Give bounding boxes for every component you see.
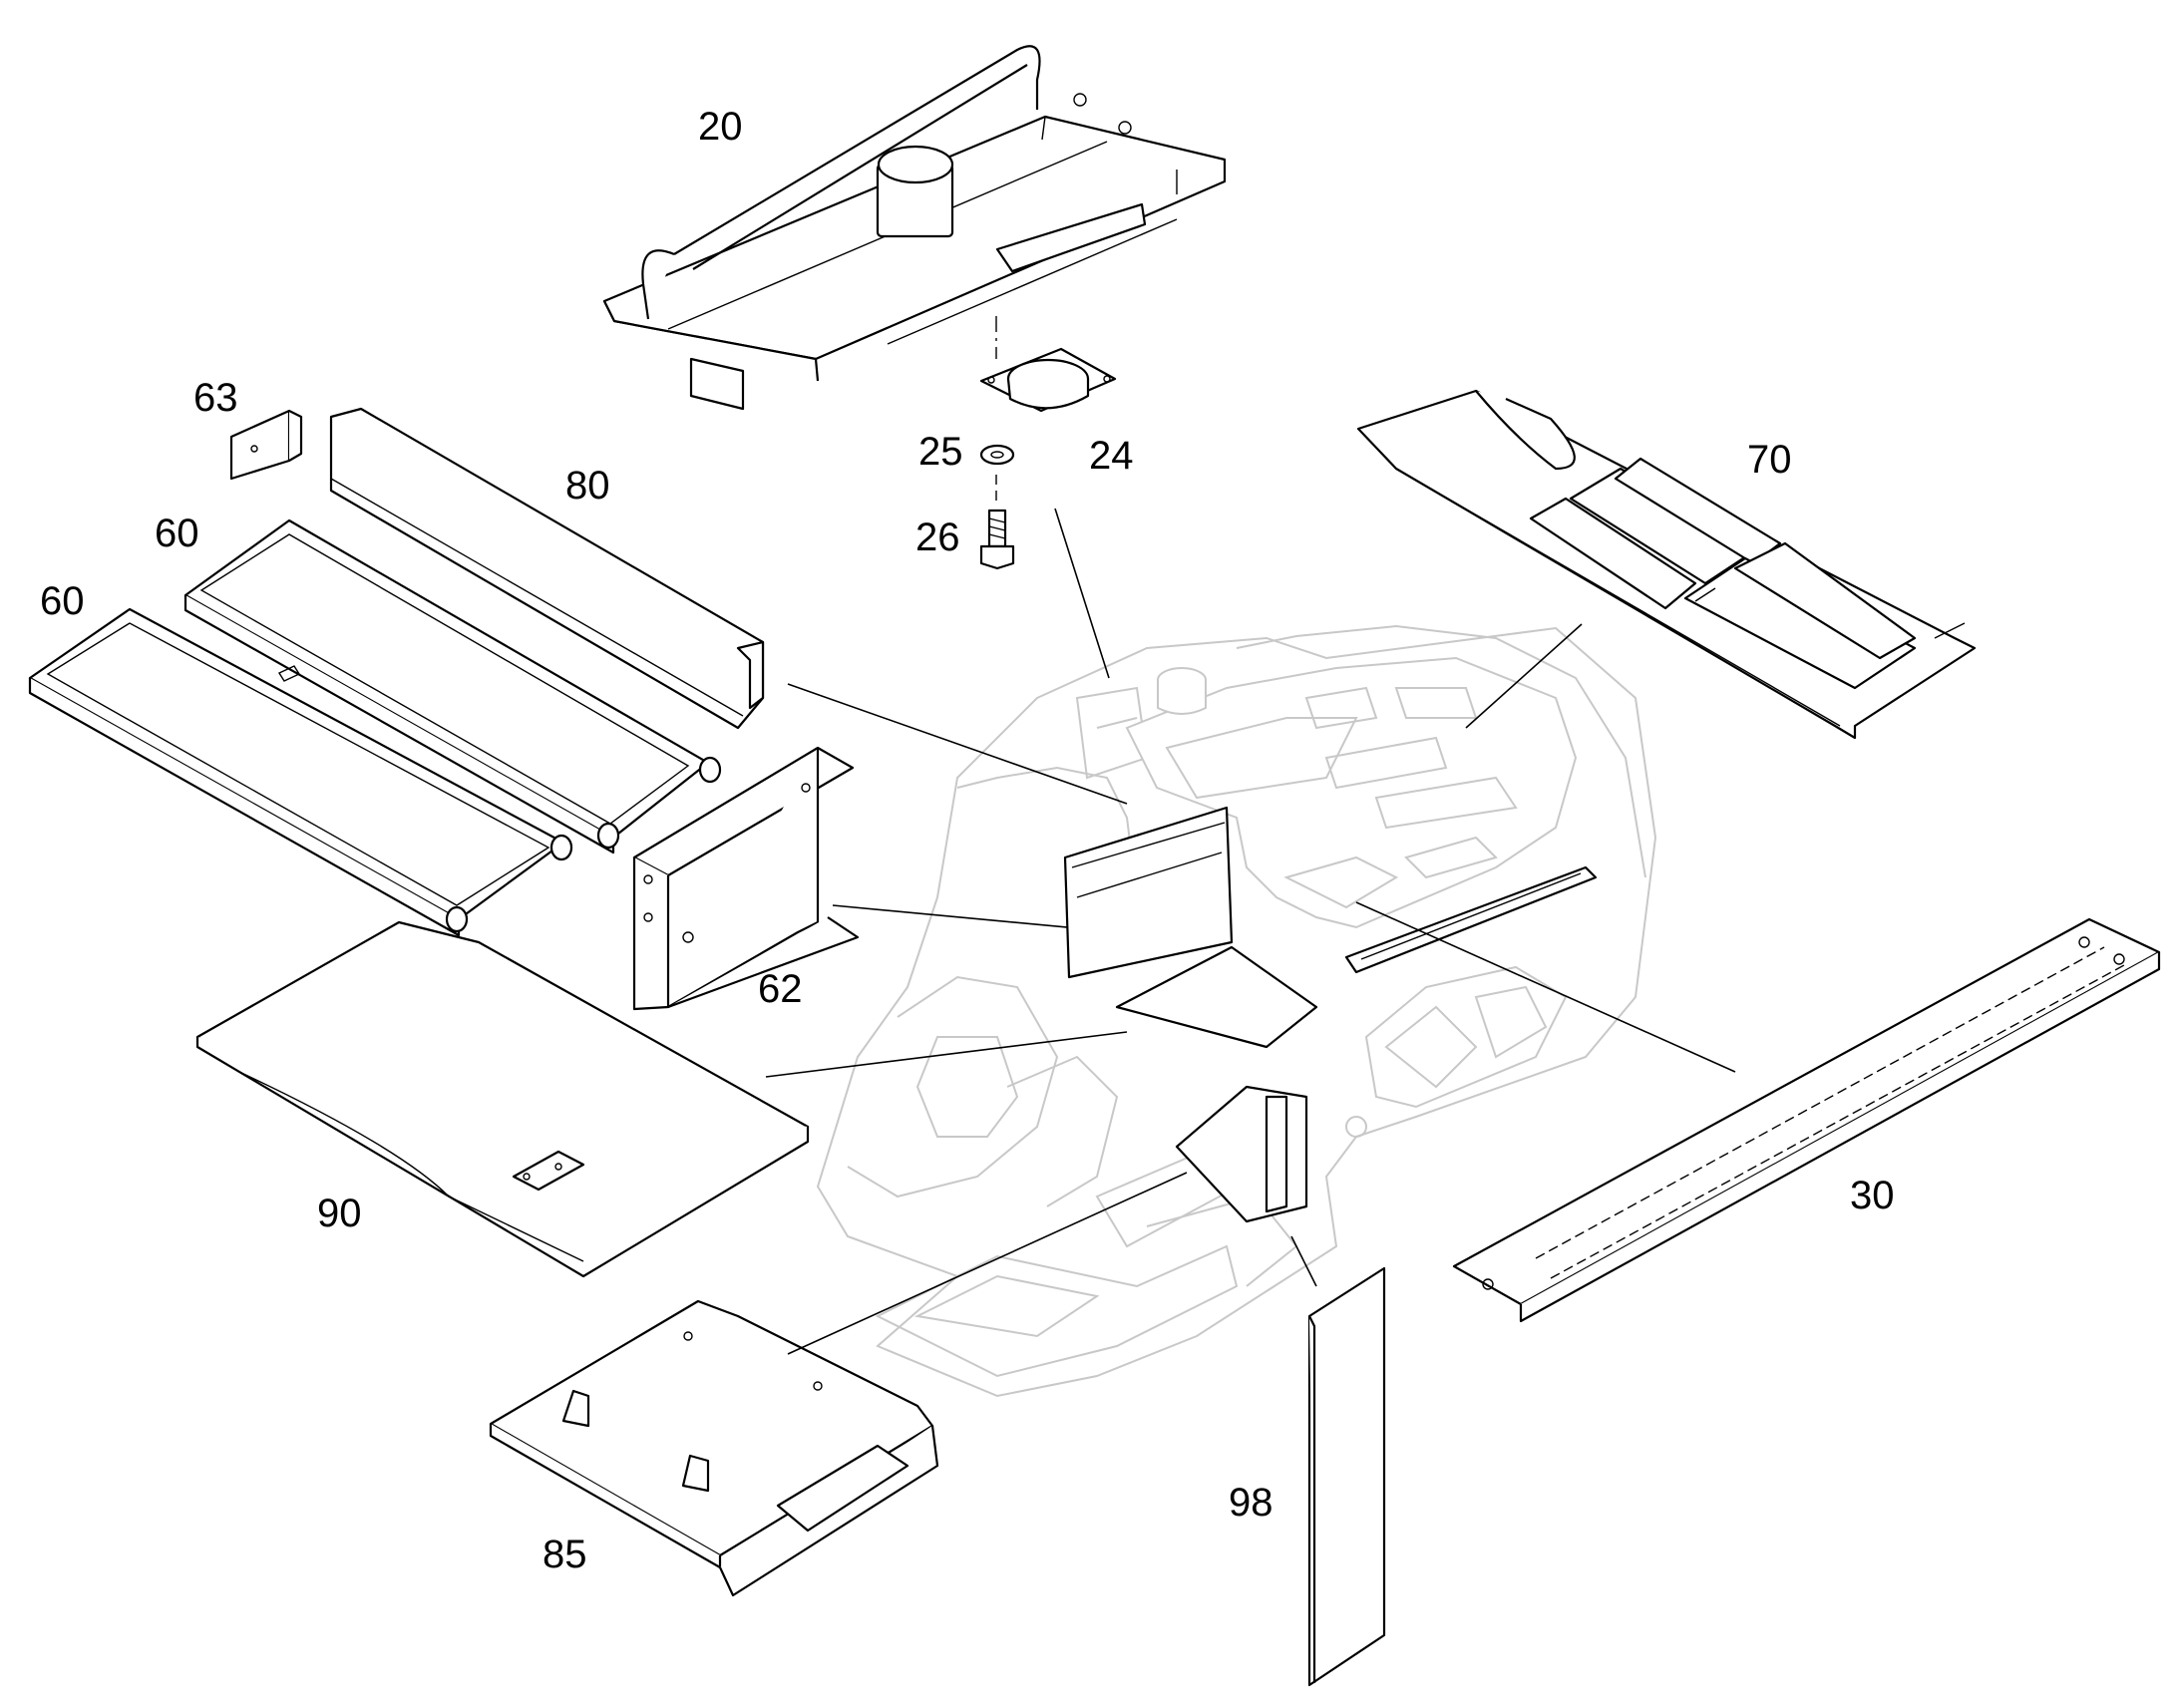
part-20-top-cover: 20 [602, 45, 1227, 411]
part-85-base-plate: 85 [489, 1299, 939, 1597]
label-70: 70 [1747, 438, 1792, 482]
part-30-grille: 30 [1452, 917, 2161, 1323]
leader-80 [787, 683, 1128, 805]
part-26-bolt: 26 [915, 509, 1015, 570]
label-98: 98 [1229, 1481, 1273, 1525]
label-25: 25 [918, 430, 963, 474]
part-62-bracket: 62 [632, 746, 860, 1011]
label-20: 20 [698, 105, 743, 149]
part-63-bracket: 63 [193, 376, 303, 481]
label-90: 90 [317, 1192, 362, 1235]
part-90-floor-plate: 90 [195, 920, 810, 1278]
label-85: 85 [543, 1533, 587, 1576]
label-26: 26 [915, 515, 960, 559]
leader-90 [765, 1031, 1128, 1078]
label-30: 30 [1850, 1174, 1895, 1217]
label-24: 24 [1089, 434, 1134, 478]
leader-30 [1355, 901, 1736, 1073]
label-63: 63 [193, 376, 238, 420]
label-60-lower: 60 [40, 579, 85, 623]
part-24-flange: 24 [979, 347, 1134, 478]
leader-26 [1054, 508, 1110, 679]
part-60-filter-lower: 60 [28, 579, 573, 937]
leader-70 [1465, 623, 1583, 729]
leader-85 [787, 1172, 1188, 1355]
engine-hood [1125, 656, 1598, 974]
label-62: 62 [758, 967, 803, 1011]
leader-98 [1290, 1235, 1317, 1287]
center-compartment [1063, 806, 1318, 1223]
part-70-top-plate: 70 [1356, 389, 1977, 740]
part-60-filter-upper: 60 [155, 512, 722, 854]
part-80-panel: 80 [329, 407, 765, 730]
part-98-side-panel: 98 [1229, 1266, 1386, 1687]
label-60-upper: 60 [155, 512, 199, 555]
label-80: 80 [565, 464, 610, 508]
muffler [1157, 667, 1207, 715]
part-25-washer: 25 [918, 430, 1015, 474]
